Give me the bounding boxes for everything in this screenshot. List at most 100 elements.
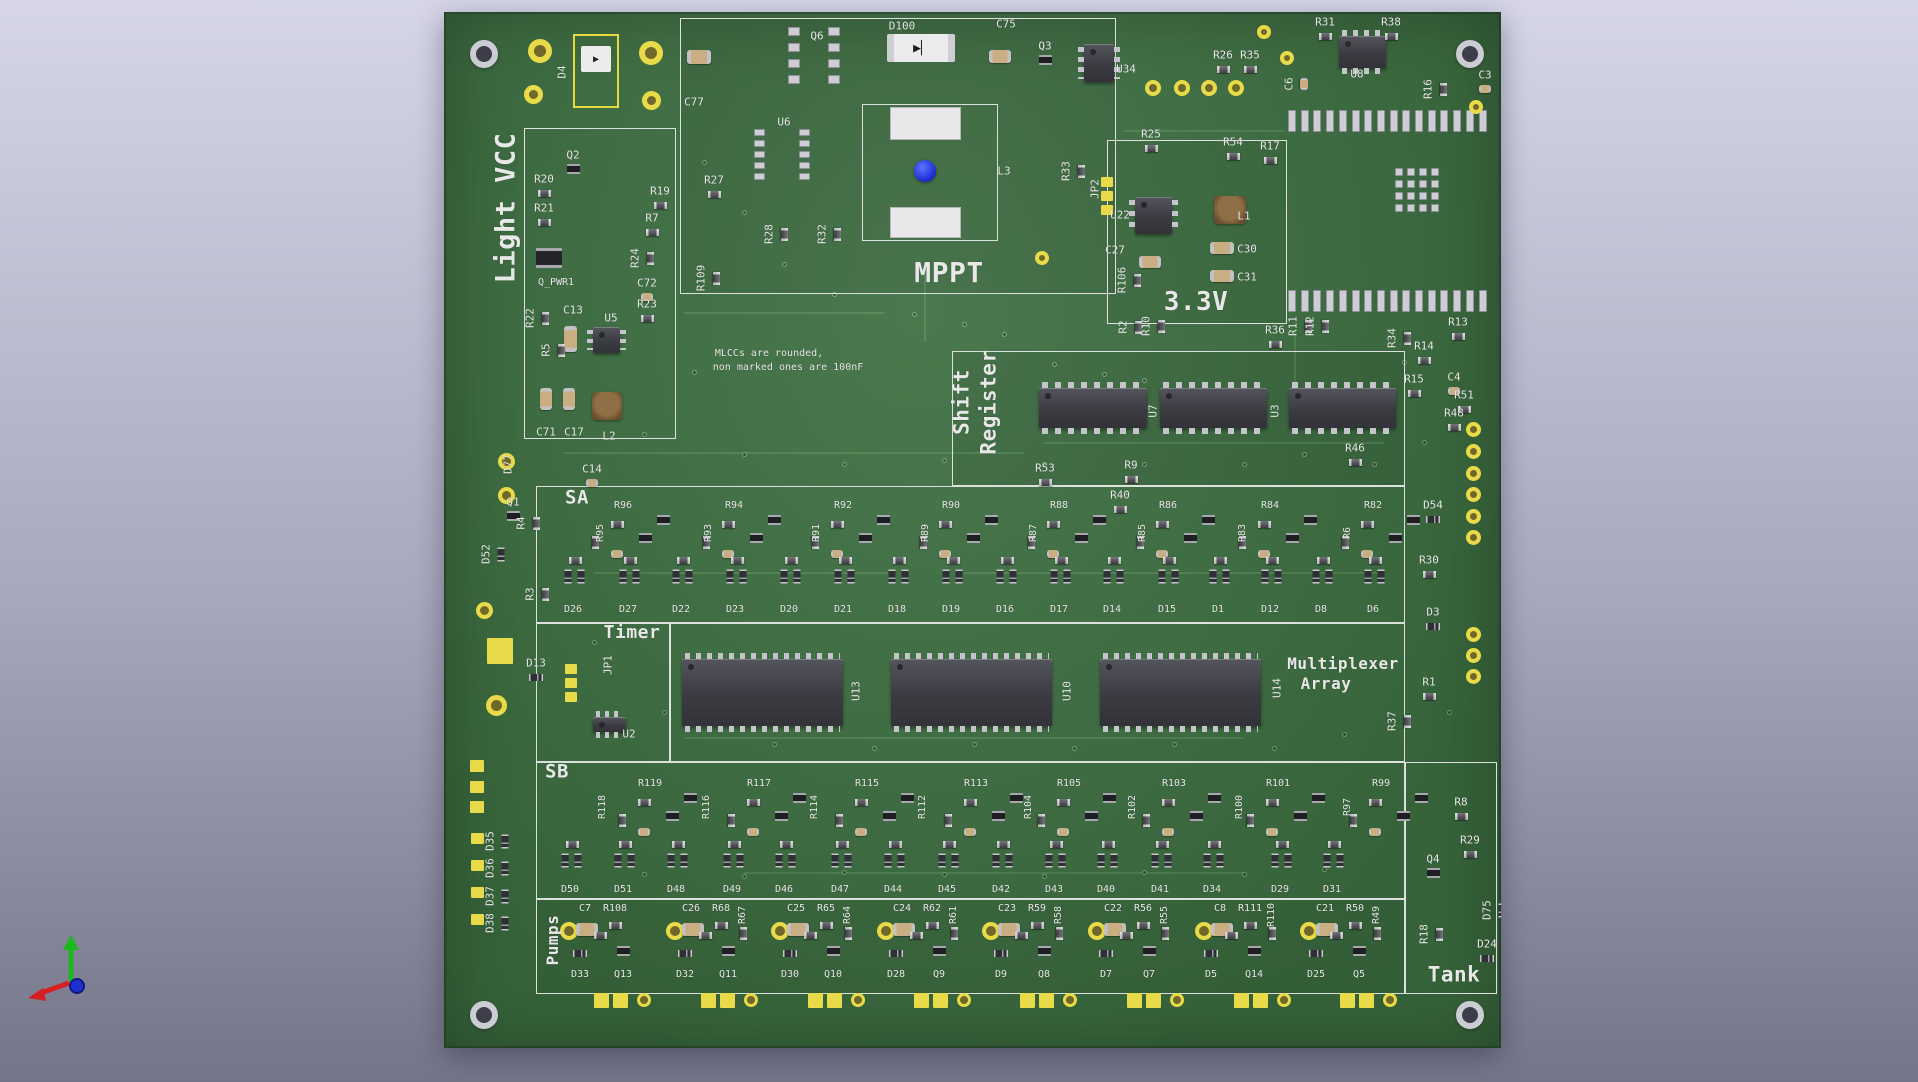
silk-label: Q4 (1426, 852, 1440, 866)
part-dio (501, 834, 509, 848)
part-dio (627, 853, 635, 867)
pad (470, 832, 484, 844)
footprint-pad (1395, 192, 1403, 200)
silk-label: D3 (1426, 605, 1440, 619)
silk-label: D5 (1204, 969, 1218, 980)
part-sot (1102, 793, 1116, 803)
silk-label: R103 (1161, 778, 1187, 789)
part-dio (1426, 515, 1440, 523)
footprint-pad (1407, 204, 1415, 212)
silk-label: D29 (1270, 884, 1290, 895)
part-dio (577, 569, 585, 583)
silk-label: C24 (892, 903, 912, 914)
silk-label: C23 (997, 903, 1017, 914)
part-res (838, 556, 852, 564)
part-res (1119, 931, 1133, 939)
silk-label: R111 (1237, 903, 1263, 914)
silk-label: D52 (479, 544, 493, 564)
pad (1038, 992, 1054, 1008)
part-dio (942, 569, 950, 583)
silkscreen-outline (536, 486, 1405, 623)
silk-label: U6 (777, 115, 791, 129)
silk-label: R85 (1137, 523, 1148, 543)
part-res (1136, 921, 1150, 929)
part-dio (938, 853, 946, 867)
plated-hole (1280, 51, 1294, 65)
ic-pins (1114, 47, 1120, 79)
part-cap (939, 550, 951, 558)
part-res (996, 840, 1010, 848)
footprint-pad (828, 58, 840, 68)
connector-pad (1465, 290, 1474, 312)
connector-pad (1402, 110, 1411, 132)
silk-label: R119 (637, 778, 663, 789)
ic-chip (587, 327, 626, 353)
footprint-pad (1419, 204, 1427, 212)
connector-pad (1440, 290, 1449, 312)
plated-hole (1469, 100, 1483, 114)
part-sot (774, 811, 788, 821)
part-sot (826, 946, 840, 956)
connector-pad (1338, 290, 1347, 312)
silk-label: R8 (1454, 795, 1468, 809)
pad (593, 992, 609, 1008)
part-dio (788, 853, 796, 867)
silk-label: U7 (1146, 404, 1160, 418)
part-res (1107, 556, 1121, 564)
footprint-pad (1407, 180, 1415, 188)
ic-chip (891, 653, 1052, 732)
part-res (819, 921, 833, 929)
part-dio (897, 853, 905, 867)
ic-pins (1292, 428, 1393, 434)
part-res (1226, 152, 1240, 160)
part-res (1327, 840, 1341, 848)
pad (1126, 992, 1142, 1008)
silk-label: U34 (1116, 62, 1136, 76)
silkscreen-outline (536, 762, 1405, 899)
footprint-pad (753, 128, 765, 136)
part-res (833, 227, 841, 241)
silk-label: R82 (1363, 500, 1383, 511)
silk-label: D32 (675, 969, 695, 980)
part-dio (1498, 903, 1501, 917)
silk-label: L2 (602, 429, 616, 443)
silk-label: R116 (701, 794, 712, 820)
part-res (1321, 319, 1329, 333)
part-dio (632, 569, 640, 583)
via (1301, 451, 1307, 457)
silk-label: Q6 (810, 29, 824, 43)
silk-label: C8 (1213, 903, 1227, 914)
connector-pad (1415, 290, 1423, 312)
part-dio (1274, 569, 1282, 583)
via (701, 159, 707, 165)
part-cap (641, 293, 653, 301)
silk-label: D75 (1480, 900, 1494, 920)
part-res (1257, 520, 1271, 528)
silk-label: Q13 (613, 969, 633, 980)
part-dio (1271, 853, 1279, 867)
part-sot (1426, 868, 1440, 878)
silk-label: D4 (555, 65, 569, 79)
plated-hole (1465, 626, 1481, 642)
plated-hole (1465, 668, 1481, 684)
silk-label: Q10 (823, 969, 843, 980)
part-res (1447, 423, 1461, 431)
via (691, 369, 697, 375)
via (971, 741, 977, 747)
via (1051, 361, 1057, 367)
silk-label: R104 (1023, 794, 1034, 820)
plated-hole (485, 694, 507, 716)
part-res (1457, 405, 1471, 413)
pad (470, 859, 484, 871)
silk-label: R49 (1371, 905, 1382, 925)
via (841, 461, 847, 467)
pad (1339, 992, 1355, 1008)
silkscreen-outline (536, 899, 1405, 994)
footprint-pad (798, 172, 810, 180)
part-sot (616, 946, 630, 956)
silk-label: L3 (997, 164, 1011, 178)
part-res (942, 840, 956, 848)
part-res (1216, 65, 1230, 73)
part-sot (1189, 811, 1203, 821)
